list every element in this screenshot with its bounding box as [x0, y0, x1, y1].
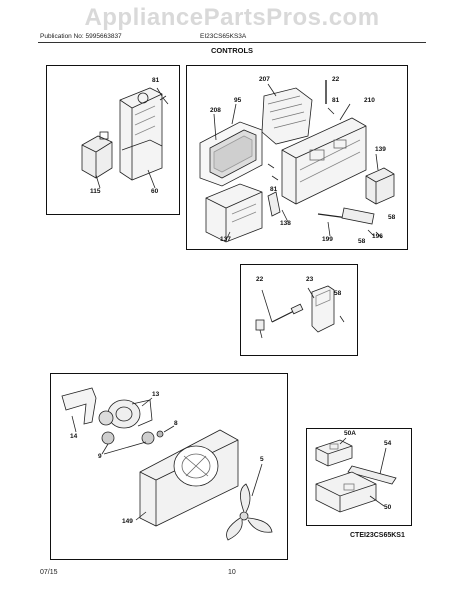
grommets-9 [101, 431, 155, 445]
part-label-95: 95 [234, 97, 242, 104]
part-label-149: 149 [122, 518, 133, 525]
connector-139 [365, 167, 395, 205]
cover-23 [311, 285, 335, 333]
shroud-149 [139, 429, 239, 527]
part-label-81: 81 [270, 186, 278, 193]
part-label-208: 208 [210, 107, 221, 114]
part-label-5: 5 [260, 456, 264, 463]
publication-number: Publication No: 5995663837 [40, 33, 122, 40]
motor-13 [98, 399, 153, 429]
header-rule [38, 42, 426, 43]
screws-board [267, 80, 383, 239]
screw-58c [339, 315, 345, 323]
housing-137 [205, 183, 263, 243]
part-label-196: 196 [372, 233, 383, 240]
part-label-81: 81 [152, 77, 160, 84]
part-label-137: 137 [220, 236, 231, 243]
part-label-210: 210 [364, 97, 375, 104]
part-label-207: 207 [259, 76, 270, 83]
screw-81a [159, 95, 169, 105]
part-label-22: 22 [256, 276, 264, 283]
part-label-14: 14 [70, 433, 78, 440]
figure-code: CTEI23CS65KS1 [350, 532, 405, 539]
bracket-14 [61, 387, 97, 425]
housing-60 [119, 87, 163, 181]
nut-8 [156, 430, 164, 438]
part-label-23: 23 [306, 276, 314, 283]
cover-208-95 [199, 121, 263, 187]
socket-50a [315, 439, 353, 467]
relay-115 [81, 131, 113, 179]
clip-138 [267, 191, 281, 217]
part-label-199: 199 [322, 236, 333, 243]
part-label-50a: 50A [344, 430, 356, 437]
part-label-115: 115 [90, 188, 101, 195]
part-label-81: 81 [332, 97, 340, 104]
rod-199 [317, 207, 375, 225]
part-label-13: 13 [152, 391, 160, 398]
part-label-54: 54 [384, 440, 392, 447]
part-label-58: 58 [358, 238, 366, 245]
fan-blade-5 [226, 483, 273, 541]
housing-50 [315, 471, 377, 513]
board-207 [261, 87, 313, 145]
part-label-138: 138 [280, 220, 291, 227]
lens-54 [347, 465, 397, 485]
part-label-139: 139 [375, 146, 386, 153]
part-label-58: 58 [334, 290, 342, 297]
part-label-58: 58 [388, 214, 396, 221]
footer-date: 07/15 [40, 569, 58, 576]
bracket-210 [281, 117, 367, 205]
thermistor-22 [255, 289, 304, 339]
page-number: 10 [228, 569, 236, 576]
part-label-50: 50 [384, 504, 392, 511]
watermark: AppliancePartsPros.com [84, 4, 380, 31]
model-number: EI23CS65KS3A [200, 33, 247, 40]
part-label-22: 22 [332, 76, 340, 83]
part-label-8: 8 [174, 420, 178, 427]
page-title: CONTROLS [210, 46, 254, 55]
part-label-9: 9 [98, 453, 102, 460]
part-label-60: 60 [151, 188, 159, 195]
